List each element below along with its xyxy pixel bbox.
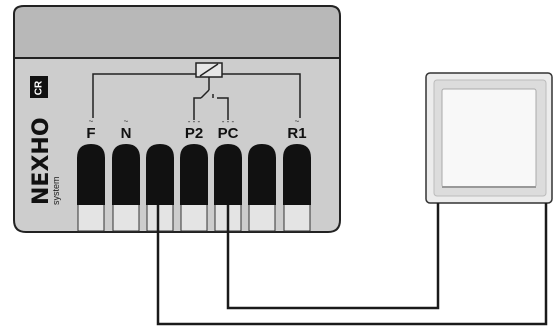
brand-badge: CR [30,76,48,98]
wire-common [156,203,548,326]
brand-badge-text: CR [34,80,45,95]
brand-name: NEXHO [29,117,54,205]
terminal-screw [180,144,208,205]
terminal-slot [146,202,174,232]
terminal-screw [146,144,174,205]
terminal-label: P2 [185,125,203,142]
terminal-slot [112,202,140,232]
terminal-slot [283,202,311,232]
terminal-slot [180,202,208,232]
terminal-p2: P2- - - [180,117,208,232]
brand-logo: NEXHO system [29,117,61,205]
terminal-screw [112,144,140,205]
terminal-mark: ~ [124,117,129,126]
terminal-blank-2 [146,144,174,232]
terminal-label: R1 [287,125,306,142]
terminal-screw [214,144,242,205]
terminal-slot [77,202,105,232]
terminal-mark: ~ [295,117,300,126]
wall-switch[interactable] [425,72,553,204]
switch-rocker[interactable] [441,88,537,188]
brand-sub: system [51,176,61,205]
internal-schematic [92,62,301,120]
terminal-mark: - - - [222,117,235,126]
terminal-label: N [121,125,132,142]
wiring [156,203,548,326]
terminal-screw [77,144,105,205]
terminal-screw [248,144,276,205]
terminal-screw [283,144,311,205]
terminal-mark: - - - [188,117,201,126]
terminal-slot [248,202,276,232]
wire-pc [226,203,440,310]
terminal-label: PC [218,125,239,142]
terminal-label: F [86,125,95,142]
terminal-r1: R1~ [283,117,311,232]
terminal-n: N~ [112,117,140,232]
terminal-blank-5 [248,144,276,232]
terminal-mark: ~ [89,117,94,126]
terminal-f: F~ [77,117,105,232]
